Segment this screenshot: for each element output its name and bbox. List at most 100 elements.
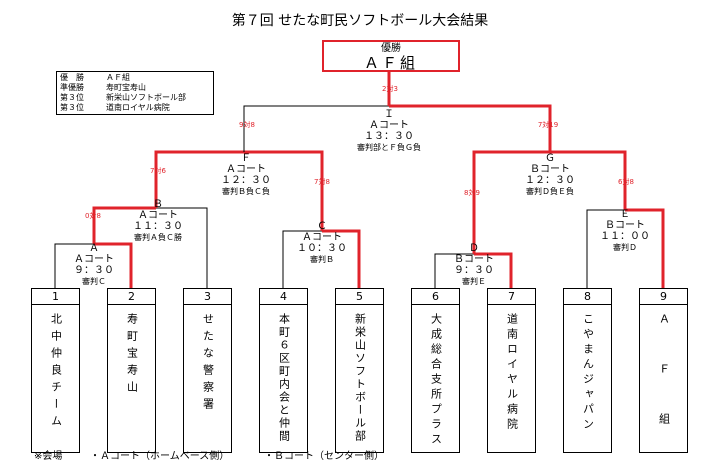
bracket-line-c-right: [322, 229, 361, 288]
match-time: ９：３０: [74, 265, 114, 276]
team-number: 8: [564, 289, 611, 305]
team-name: 北中仲良チーム: [49, 313, 63, 432]
team-box: 3 せたな警察署: [183, 288, 232, 453]
match-time: １１：３０: [133, 221, 183, 232]
bracket-line-d-left: [434, 253, 474, 288]
match-b-label: Ｂ Ａコート １１：３０ 審判Ａ負Ｃ勝: [118, 199, 198, 243]
team-box: 1 北中仲良チーム: [31, 288, 80, 453]
match-time: １２：３０: [221, 175, 271, 186]
match-court: Ａコート: [138, 210, 178, 221]
score-g-left: 8対9: [464, 189, 480, 197]
team-number: 5: [336, 289, 383, 305]
match-referee: 審判Ｃ: [82, 277, 106, 286]
legend-row: 優 勝 ＡＦ組: [60, 73, 210, 83]
team-name: 新栄山ソフトボール部: [353, 313, 367, 443]
bracket-line-f-right: [244, 150, 324, 231]
bracket-line-a-right: [94, 242, 133, 288]
match-court: Ｂコート: [605, 220, 645, 231]
match-court: Ａコート: [369, 120, 409, 131]
venue-label: ※会場: [34, 451, 63, 462]
match-e-label: Ｅ Ｂコート １１：００ 審判Ｄ: [585, 209, 665, 253]
legend-team: 寿町宝寿山: [106, 83, 146, 92]
results-legend: 優 勝 ＡＦ組 準優勝寿町宝寿山 第３位新栄山ソフトボール部 第３位道南ロイヤル病…: [56, 71, 214, 115]
legend-rank: 第３位: [60, 103, 84, 112]
team-number: 4: [260, 289, 307, 305]
match-time: １３：３０: [364, 131, 414, 142]
legend-rank: 第３位: [60, 93, 84, 102]
bracket-line-d-right: [474, 252, 513, 288]
page-title: 第７回 せたな町民ソフトボール大会結果: [231, 13, 489, 29]
team-number: 7: [488, 289, 535, 305]
court-a-note: ・Ａコート（ホームベース側）: [90, 451, 230, 462]
match-d-label: Ｄ Ｂコート ９：３０ 審判Ｅ: [434, 243, 514, 287]
match-court: Ａコート: [74, 254, 114, 265]
match-referee: 審判部とＦ負Ｇ負: [357, 143, 421, 152]
team-name: 本町６区町内会と仲間: [277, 313, 291, 443]
match-letter: Ｄ: [469, 243, 479, 254]
match-referee: 審判Ｂ: [310, 255, 334, 264]
match-referee: 審判Ｂ負Ｃ負: [222, 187, 270, 196]
match-referee: 審判Ｅ: [462, 277, 486, 286]
match-letter: Ｅ: [620, 209, 630, 220]
legend-row: 第３位道南ロイヤル病院: [60, 103, 210, 113]
match-referee: 審判Ａ負Ｃ勝: [134, 233, 182, 242]
match-court: Ｂコート: [530, 164, 570, 175]
team-box: 5 新栄山ソフトボール部: [335, 288, 384, 453]
match-letter: Ｂ: [153, 199, 163, 210]
legend-rank: 優 勝: [60, 73, 84, 82]
bracket-line-a-left: [54, 243, 94, 288]
match-court: Ｂコート: [454, 254, 494, 265]
match-referee: 審判Ｄ負Ｅ負: [526, 187, 574, 196]
team-box: 7 道南ロイヤル病院: [487, 288, 536, 453]
match-letter: Ａ: [89, 243, 99, 254]
match-f-label: Ｆ Ａコート １２：３０ 審判Ｂ負Ｃ負: [206, 153, 286, 197]
champion-label: 優勝: [381, 43, 401, 54]
score-f-right: 7対8: [314, 178, 330, 186]
match-time: １０：３０: [297, 243, 347, 254]
match-letter: Ｃ: [317, 221, 327, 232]
match-referee: 審判Ｄ: [613, 243, 637, 252]
bracket-line-g-left: [472, 150, 550, 254]
bracket-line-i-right: [389, 104, 552, 152]
match-time: １２：３０: [525, 175, 575, 186]
team-number: 9: [640, 289, 687, 305]
legend-team: ＡＦ組: [106, 73, 130, 82]
score-a: 0対8: [85, 212, 101, 220]
bracket-line-e-left: [586, 209, 625, 288]
match-c-label: Ｃ Ａコート １０：３０ 審判Ｂ: [282, 221, 362, 265]
team-name: 大成総合支所プラス: [429, 313, 443, 448]
team-name: 道南ロイヤル病院: [505, 313, 519, 433]
bracket-line-e-right: [625, 208, 665, 288]
team-number: 3: [184, 289, 231, 305]
legend-row: 準優勝寿町宝寿山: [60, 83, 210, 93]
match-time: １１：００: [600, 231, 650, 242]
bracket-line-i-left: [243, 105, 389, 152]
score-i-left: 9対8: [239, 121, 255, 129]
bracket-line-b-right: [156, 207, 208, 288]
team-number: 2: [108, 289, 155, 305]
score-i-right: 7対19: [537, 121, 559, 129]
match-letter: Ｆ: [241, 153, 251, 164]
match-letter: Ｉ: [384, 109, 394, 120]
team-number: 1: [32, 289, 79, 305]
match-time: ９：３０: [454, 265, 494, 276]
team-box: 4 本町６区町内会と仲間: [259, 288, 308, 453]
match-court: Ａコート: [302, 232, 342, 243]
team-box: 6 大成総合支所プラス: [411, 288, 460, 453]
bracket-line-g-right: [550, 150, 627, 210]
score-g-right: 6対8: [618, 178, 634, 186]
team-name: せたな警察署: [201, 313, 215, 415]
champion-team: ＡＦ組: [363, 54, 418, 72]
team-number: 6: [412, 289, 459, 305]
match-g-label: Ｇ Ｂコート １２：３０ 審判Ｄ負Ｅ負: [510, 153, 590, 197]
bracket-line-b-left: [92, 206, 156, 244]
bracket-line-f-left: [154, 150, 244, 208]
court-b-note: ・Ｂコート（センター側）: [264, 451, 384, 462]
champion-box: 優勝 ＡＦ組: [322, 40, 460, 72]
legend-row: 第３位新栄山ソフトボール部: [60, 93, 210, 103]
bracket-line-c-left: [282, 230, 322, 288]
